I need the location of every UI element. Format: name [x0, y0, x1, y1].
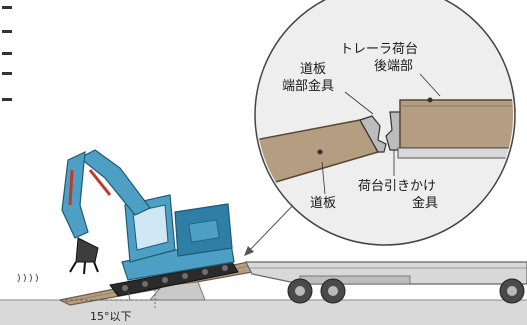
trailer: [245, 261, 527, 304]
detail-trailer-rear: [399, 99, 513, 149]
svg-text:金具: 金具: [412, 195, 438, 211]
angle-marker: [60, 290, 160, 310]
excavator-bucket: [69, 237, 99, 275]
label-trailer-rear: トレーラ荷台 後端部: [340, 42, 441, 97]
svg-text:荷台引きかけ: 荷台引きかけ: [358, 179, 436, 194]
label-ramp-plate: 道板: [310, 161, 336, 211]
detail-end-fitting: [359, 115, 387, 153]
detail-circle: [254, 0, 516, 246]
ground-band: [0, 300, 527, 325]
trailer-wheel-2: [320, 278, 346, 304]
excavator-boom: [78, 149, 151, 216]
angle-label: 15°以下: [90, 310, 132, 323]
trailer-wheel-1: [287, 278, 313, 304]
callout-pointer: [244, 199, 299, 256]
svg-text:トレーラ荷台: トレーラ荷台: [340, 42, 418, 57]
label-plate-end-fitting: 道板 端部金具: [282, 62, 374, 115]
left-edge-text: [2, 6, 12, 101]
motion-marks: [17, 273, 38, 283]
trailer-wheel-3: [499, 278, 525, 304]
svg-text:道板: 道板: [310, 196, 336, 211]
svg-text:後端部: 後端部: [374, 59, 413, 74]
svg-text:端部金具: 端部金具: [282, 78, 334, 94]
excavator-arm: [61, 151, 89, 239]
label-hook-fitting: 荷台引きかけ 金具: [358, 150, 438, 211]
svg-text:道板: 道板: [300, 62, 326, 77]
excavator: [61, 149, 239, 297]
